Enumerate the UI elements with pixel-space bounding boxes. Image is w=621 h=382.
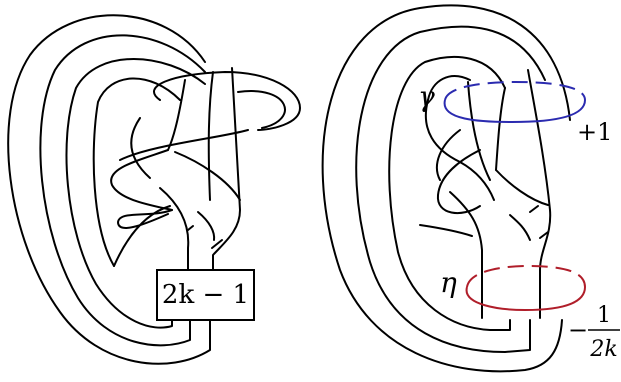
right-inner-strand-c	[467, 81, 491, 181]
left-outer-strand-4	[92, 77, 181, 267]
left-lower-left-strand	[113, 205, 171, 267]
right-small-cross	[529, 205, 549, 239]
left-twist-2	[174, 151, 241, 201]
gamma-curve	[443, 80, 586, 124]
left-upper-loop	[119, 90, 286, 161]
right-twist-5	[509, 214, 531, 241]
left-box	[156, 269, 255, 321]
eta-back-arc	[466, 264, 586, 288]
left-outer-strand-2	[39, 34, 206, 347]
left-inner-strand-a	[167, 79, 186, 151]
left-cross-arc	[187, 225, 223, 249]
right-lower-left-strand	[419, 224, 473, 237]
eta-curve	[465, 264, 586, 312]
gamma-back-arc	[444, 80, 586, 101]
right-outer-strand-4	[427, 75, 471, 101]
left-inner-strand-b	[207, 71, 214, 201]
right-twist-3	[436, 149, 481, 214]
eta-front-arc	[465, 286, 586, 312]
right-inner-strand-b	[495, 87, 506, 171]
left-twist-3	[130, 117, 190, 283]
left-twist-4	[117, 209, 173, 229]
gamma-front-arc	[443, 99, 586, 124]
left-outer-strand-3	[65, 58, 206, 329]
left-box-label: 2k − 1	[162, 280, 249, 310]
eta-label: η	[440, 266, 457, 299]
right-inner-strand-a	[527, 69, 552, 319]
eta-framing-denominator: 2k	[589, 337, 617, 362]
left-twist-1	[110, 149, 173, 211]
eta-framing-numerator: 1	[597, 303, 611, 328]
right-twist-2	[435, 129, 483, 319]
right-twist-1	[424, 99, 495, 201]
left-inner-strand-c	[212, 67, 241, 286]
right-outer-strand-2	[355, 25, 546, 353]
eta-framing: − 1 2k	[568, 303, 620, 362]
left-knot-diagram: 2k − 1	[7, 14, 301, 365]
right-knot-diagram: γ +1 η − 1 2k	[321, 4, 620, 373]
right-outer-strand-3	[388, 56, 511, 331]
eta-framing-sign: −	[568, 316, 588, 344]
right-outer-strand-1	[321, 4, 571, 373]
gamma-framing: +1	[577, 118, 612, 146]
right-twist-4	[495, 169, 549, 206]
left-twist-5	[197, 211, 216, 241]
left-outer-strand-1	[7, 14, 211, 365]
gamma-label: γ	[418, 80, 435, 113]
left-upper-loop-top	[153, 71, 301, 131]
